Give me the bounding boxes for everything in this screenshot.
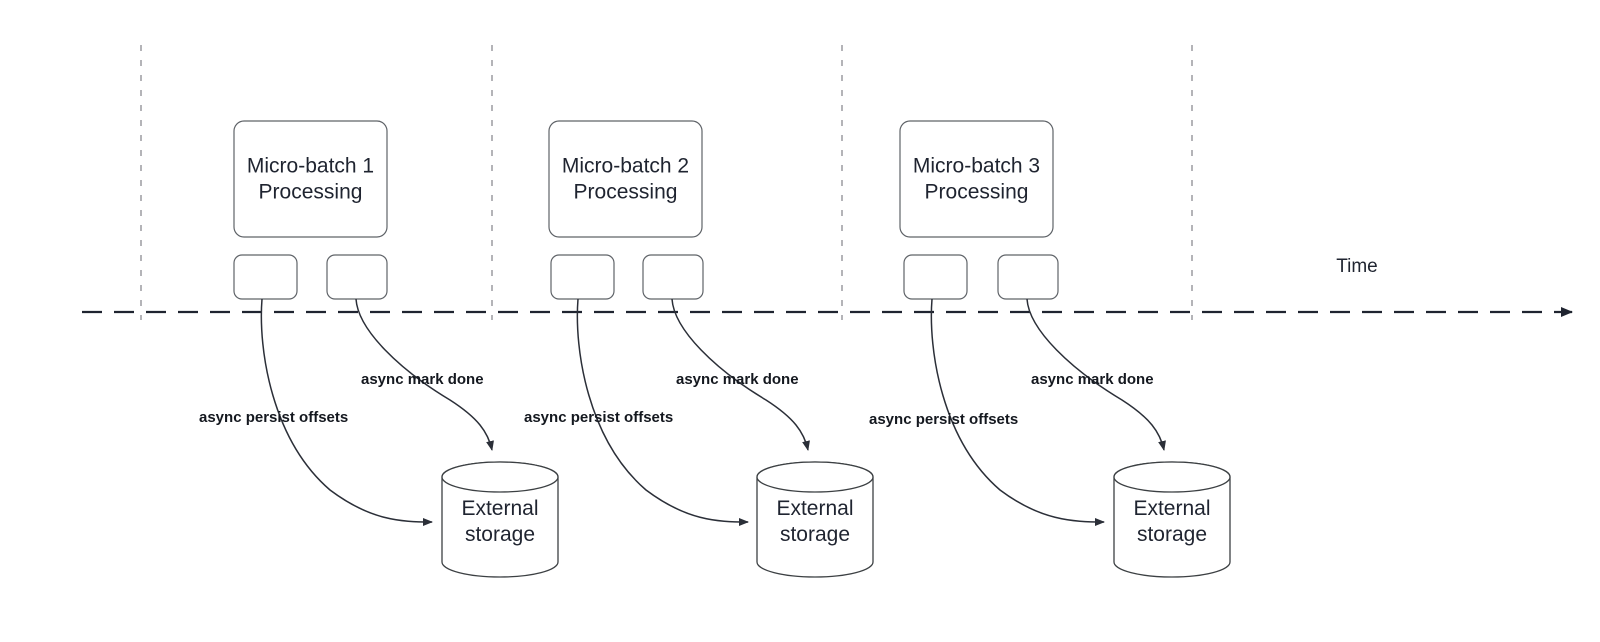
edge-markdone-1 [355,298,494,451]
process-box-label-line1: Micro-batch 2 [562,155,689,178]
storage-label-line2: storage [465,523,535,546]
phase-separators [140,45,1193,320]
storage-cylinder-top-group-1 [441,461,559,493]
task-box-task-2a[interactable] [550,254,615,300]
edge-label-markdone-2: async mark done [676,371,799,388]
task-box-task-2b[interactable] [642,254,704,300]
edge-label-markdone-1: async mark done [361,371,484,388]
process-box-label-line1: Micro-batch 3 [913,155,1040,178]
edge-persist-3 [930,298,1105,526]
group-3: Micro-batch 3 Processing async persist off… [869,120,1231,578]
storage-label-line2: storage [780,523,850,546]
process-box-label-line2: Processing [574,181,678,204]
edge-label-markdone-3: async mark done [1031,371,1154,388]
process-box-label-line2: Processing [925,181,1029,204]
edge-persist-1 [260,298,433,526]
group-2: Micro-batch 2 Processing async persist off… [524,120,874,578]
group-1: Micro-batch 1 Processing async persist off… [199,120,559,578]
process-box-group-1[interactable] [233,120,388,238]
task-box-task-3b[interactable] [997,254,1059,300]
edge-label-persist-2: async persist offsets [524,409,673,426]
edge-label-persist-3: async persist offsets [869,411,1018,428]
storage-label-line1: External [776,497,853,520]
storage-cylinder-top-group-2 [756,461,874,493]
process-box-group-2[interactable] [548,120,703,238]
task-box-task-3a[interactable] [903,254,968,300]
edge-markdone-2 [671,298,810,451]
edge-persist-2 [576,298,749,526]
storage-label-line1: External [461,497,538,520]
task-box-task-1b[interactable] [326,254,388,300]
process-box-group-3[interactable] [899,120,1054,238]
storage-cylinder-top-group-3 [1113,461,1231,493]
storage-label-line1: External [1133,497,1210,520]
edge-markdone-3 [1026,298,1166,451]
process-box-label-line1: Micro-batch 1 [247,155,374,178]
task-box-task-1a[interactable] [233,254,298,300]
time-axis: Time [82,256,1573,317]
storage-label-line2: storage [1137,523,1207,546]
edge-label-persist-1: async persist offsets [199,409,348,426]
process-box-label-line2: Processing [259,181,363,204]
micro-batch-groups: Micro-batch 1 Processing async persist off… [199,120,1231,578]
time-axis-label: Time [1336,256,1378,277]
